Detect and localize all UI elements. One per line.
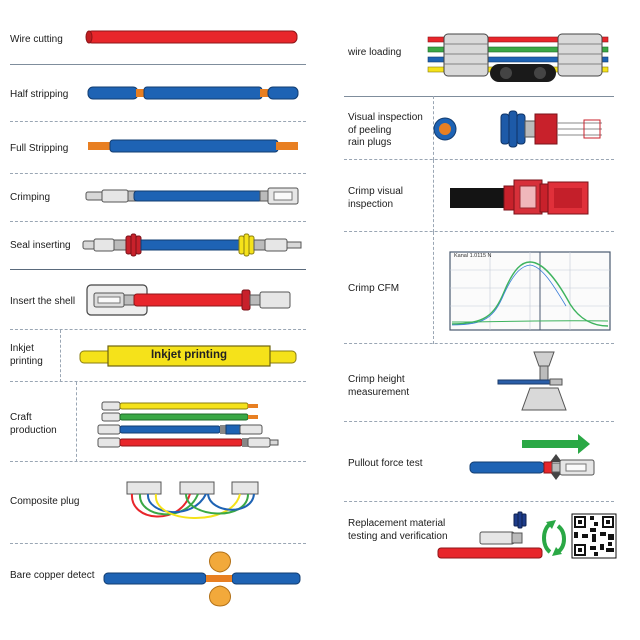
peeling-inspection-illustration <box>433 110 602 148</box>
pullout-force-illustration <box>469 434 595 480</box>
wire-loading-illustration <box>427 33 609 82</box>
replacement-verification-illustration <box>437 511 617 559</box>
inkjet-printed-text: Inkjet printing <box>150 349 228 361</box>
step-wire-cutting-row: Wire cutting <box>10 0 306 64</box>
step-label: Seal inserting <box>10 240 71 251</box>
step-label: wire loading <box>348 47 402 58</box>
red-wire-illustration <box>85 30 298 44</box>
step-label: Full Stripping <box>10 143 69 154</box>
cfm-force-curve-chart <box>449 251 611 331</box>
composite-plug-harness-illustration <box>126 481 259 519</box>
step-label: Visual inspection of peeling rain plugs <box>348 112 423 148</box>
step-visual-inspection-peeling-row: Visual inspection of peeling rain plugs <box>344 96 614 160</box>
step-label: Craft production <box>10 412 57 436</box>
step-half-stripping-row: Half stripping <box>10 64 306 122</box>
step-label: Crimping <box>10 192 51 203</box>
step-label: Insert the shell <box>10 296 76 307</box>
step-seal-inserting-row: Seal inserting <box>10 222 306 270</box>
label-divider <box>433 96 434 160</box>
bare-copper-detection-illustration <box>103 551 301 607</box>
multiple-crimped-wires-illustration <box>97 401 279 448</box>
sealed-wire-illustration <box>82 233 302 257</box>
crimp-closeup-illustration <box>450 179 589 215</box>
step-full-stripping-row: Full Stripping <box>10 122 306 174</box>
step-label: Pullout force test <box>348 458 423 469</box>
fully-stripped-wire-illustration <box>88 139 298 153</box>
label-divider <box>76 382 77 462</box>
label-divider <box>433 232 434 344</box>
label-divider <box>60 330 61 382</box>
step-composite-plug-row: Composite plug <box>10 462 306 544</box>
step-crimp-cfm-row: Crimp CFM Kanal 1.0115 N <box>344 232 614 344</box>
step-replacement-material-row: Replacement material testing and verific… <box>344 502 617 582</box>
step-bare-copper-detect-row: Bare copper detect <box>10 544 306 614</box>
step-label: Inkjet printing <box>10 343 43 367</box>
cfm-chart-header: Kanal 1.0115 N <box>454 253 492 259</box>
shell-inserted-wire-illustration <box>86 284 291 316</box>
step-label: Crimp height measurement <box>348 374 410 398</box>
step-label: Wire cutting <box>10 34 63 45</box>
step-craft-production-row: Craft production <box>10 382 306 462</box>
step-crimp-height-measurement-row: Crimp height measurement <box>344 344 614 422</box>
step-label: Bare copper detect <box>10 570 95 581</box>
half-stripped-wire-illustration <box>87 86 299 100</box>
step-crimp-visual-inspection-row: Crimp visual inspection <box>344 160 614 232</box>
crimp-height-gauge-illustration <box>497 351 567 411</box>
step-label: Composite plug <box>10 496 80 507</box>
step-label: Replacement material testing and verific… <box>348 518 448 542</box>
step-label: Crimp CFM <box>348 283 400 294</box>
step-inkjet-printing-row: Inkjet printing Inkjet printing <box>10 330 306 382</box>
step-label: Half stripping <box>10 89 69 100</box>
printed-wire-illustration <box>79 345 297 367</box>
step-label: Crimp visual inspection <box>348 186 404 210</box>
step-pullout-force-test-row: Pullout force test <box>344 422 614 502</box>
step-wire-loading-row: wire loading <box>344 0 614 96</box>
step-insert-the-shell-row: Insert the shell <box>10 270 306 330</box>
crimped-terminals-illustration <box>85 187 299 205</box>
step-crimping-row: Crimping <box>10 174 306 222</box>
label-divider <box>433 160 434 232</box>
